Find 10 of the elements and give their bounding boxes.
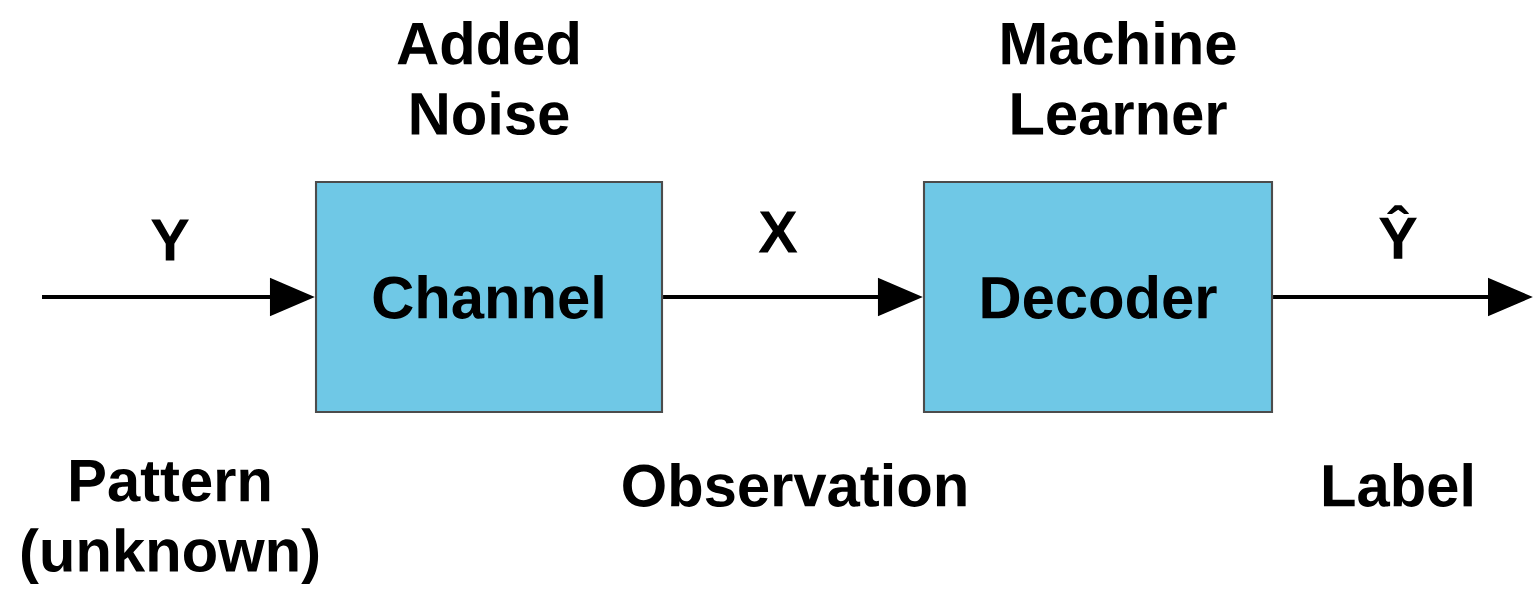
box-heading: Machine Learner: [1002, 20, 1236, 136]
edge-label: Y: [151, 219, 189, 261]
text-label: Pattern (unknown): [22, 460, 319, 584]
process-box: Channel: [314, 180, 664, 414]
edge-label: X: [758, 211, 798, 253]
box-heading: Added Noise: [397, 20, 578, 136]
text-label: Label: [1323, 463, 1472, 507]
edge-label: Ŷ: [1379, 205, 1417, 259]
process-box: Decoder: [922, 180, 1274, 414]
text-label: Observation: [623, 463, 966, 507]
